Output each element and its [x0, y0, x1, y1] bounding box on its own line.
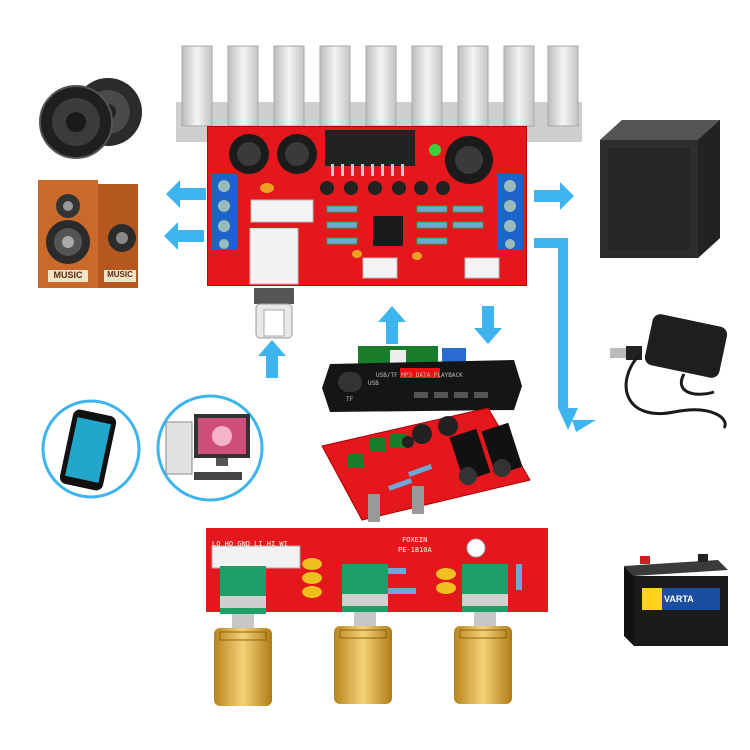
- arrow-up-volume: [258, 340, 286, 378]
- mp3-module: [318, 346, 524, 414]
- speaker-label-left: MUSIC: [53, 270, 83, 280]
- speaker-label-right: MUSIC: [107, 270, 133, 279]
- arrow-to-power: [534, 238, 578, 430]
- volume-potentiometer: [246, 228, 302, 340]
- arrow-up-mp3: [378, 306, 406, 344]
- car-battery: [614, 554, 730, 648]
- phone-source: [40, 398, 142, 500]
- subwoofer: [598, 118, 722, 260]
- arrow-to-subwoofer: [534, 182, 574, 210]
- bookshelf-speakers: [34, 178, 144, 290]
- arrow-down-mp3: [474, 306, 502, 344]
- power-adapter: [604, 312, 740, 430]
- preamp-board: [318, 408, 532, 524]
- mp3-usb-label: USB: [368, 380, 379, 387]
- mp3-tf-label: TF: [346, 396, 354, 403]
- arrow-to-speakers-lower: [164, 222, 204, 250]
- arrow-to-speakers-upper: [166, 180, 206, 208]
- tweeter-speakers: [38, 66, 142, 170]
- tone-control-board: [206, 528, 548, 708]
- heatsink: [176, 42, 582, 142]
- tone-board-header-labels: LO HO GND LI HI WI: [212, 540, 288, 548]
- computer-source: [154, 392, 266, 504]
- tone-board-model: PE-1810A: [398, 546, 432, 554]
- mp3-module-panel-text: USB/TF MP3 DATA PLAYBACK: [376, 372, 463, 379]
- tone-board-brand: FOXEIN: [402, 536, 428, 544]
- battery-brand: VARTA: [664, 594, 694, 604]
